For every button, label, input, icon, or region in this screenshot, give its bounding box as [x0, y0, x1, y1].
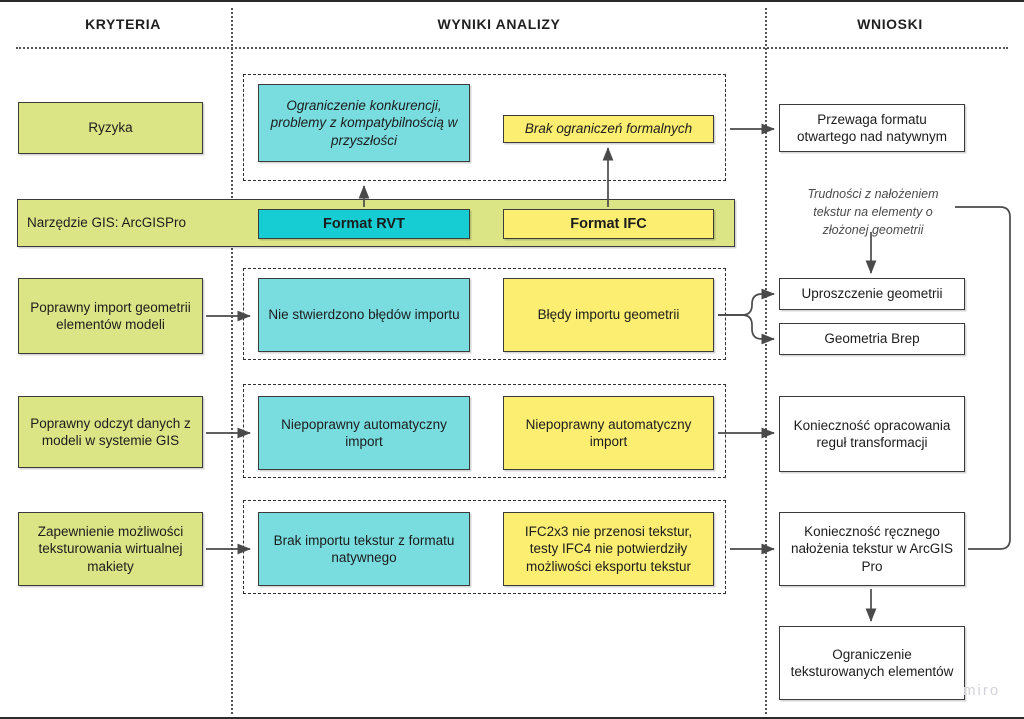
result-label-rvt-ryzyka: Ograniczenie konkurencji, problemy z kom… — [270, 98, 458, 148]
criteria-box-odczyt[interactable]: Poprawny odczyt danych z modeli w system… — [18, 396, 203, 468]
criteria-label-import: Poprawny import geometrii elementów mode… — [30, 299, 191, 332]
miro-watermark: miro — [963, 682, 1001, 699]
result-box-ifc-ryzyka[interactable]: Brak ograniczeń formalnych — [503, 115, 714, 143]
result-box-rvt-ryzyka[interactable]: Ograniczenie konkurencji, problemy z kom… — [258, 84, 470, 162]
conclusion-label-brep: Geometria Brep — [824, 331, 920, 347]
result-box-rvt-import[interactable]: Nie stwierdzono błędów importu — [258, 278, 470, 352]
conclusion-label-reguly: Konieczność opracowania reguł transforma… — [793, 417, 951, 450]
result-box-ifc-odczyt[interactable]: Niepoprawny automatyczny import — [503, 396, 714, 470]
column-header-wnioski: WNIOSKI — [857, 16, 923, 32]
conclusion-box-przewaga[interactable]: Przewaga formatu otwartego nad natywnym — [779, 104, 965, 152]
result-label-ifc-tekstury: IFC2x3 nie przenosi tekstur, testy IFC4 … — [524, 524, 693, 574]
criteria-box-ryzyka[interactable]: Ryzyka — [18, 102, 203, 154]
result-box-ifc-import[interactable]: Błędy importu geometrii — [503, 278, 714, 352]
criteria-label-tekstury: Zapewnienie możliwości teksturowania wir… — [37, 524, 184, 574]
conclusion-box-reczne[interactable]: Konieczność ręcznego nałożenia tekstur w… — [779, 512, 965, 586]
conclusion-box-brep[interactable]: Geometria Brep — [779, 323, 965, 355]
result-label-rvt-import: Nie stwierdzono błędów importu — [268, 307, 460, 323]
conclusion-label-reczne: Konieczność ręcznego nałożenia tekstur w… — [790, 524, 954, 574]
group-box-ryzyka — [243, 74, 726, 181]
result-label-ifc-ryzyka: Brak ograniczeń formalnych — [524, 121, 693, 137]
gis-tool-label: Narzędzie GIS: ArcGISPro — [27, 215, 187, 230]
node-format-rvt[interactable]: Format RVT — [258, 209, 470, 239]
node-format-ifc[interactable]: Format IFC — [503, 209, 714, 239]
node-format-rvt-label: Format RVT — [323, 215, 405, 232]
conclusion-box-reguly[interactable]: Konieczność opracowania reguł transforma… — [779, 396, 965, 472]
wire-reczne-loop-to-annotation — [955, 206, 1011, 550]
header-divider — [16, 47, 1008, 49]
column-divider-right — [765, 8, 767, 714]
criteria-box-import[interactable]: Poprawny import geometrii elementów mode… — [18, 278, 203, 354]
result-label-ifc-import: Błędy importu geometrii — [537, 307, 680, 323]
column-divider-left — [231, 8, 233, 714]
result-label-ifc-odczyt: Niepoprawny automatyczny import — [525, 416, 692, 449]
result-box-rvt-tekstury[interactable]: Brak importu tekstur z formatu natywnego — [258, 512, 470, 586]
conclusion-box-ograniczenie[interactable]: Ograniczenie teksturowanych elementów — [779, 626, 965, 700]
column-header-kryteria: KRYTERIA — [85, 16, 161, 32]
conclusion-label-przewaga: Przewaga formatu otwartego nad natywnym — [796, 111, 948, 144]
column-header-wyniki-analizy: WYNIKI ANALIZY — [437, 16, 561, 32]
criteria-box-tekstury[interactable]: Zapewnienie możliwości teksturowania wir… — [18, 512, 203, 586]
conclusion-label-ograniczenie: Ograniczenie teksturowanych elementów — [790, 646, 954, 679]
result-label-rvt-odczyt: Niepoprawny automatyczny import — [281, 416, 447, 449]
result-box-ifc-tekstury[interactable]: IFC2x3 nie przenosi tekstur, testy IFC4 … — [503, 512, 714, 586]
node-format-ifc-label: Format IFC — [570, 215, 647, 232]
result-label-rvt-tekstury: Brak importu tekstur z formatu natywnego — [273, 532, 455, 565]
conclusion-label-uproszczenie: Uproszczenie geometrii — [801, 286, 943, 302]
result-box-rvt-odczyt[interactable]: Niepoprawny automatyczny import — [258, 396, 470, 470]
annotation-textures-difficulty: Trudności z nałożeniem tekstur na elemen… — [807, 187, 939, 238]
conclusion-box-uproszczenie[interactable]: Uproszczenie geometrii — [779, 278, 965, 310]
criteria-label-odczyt: Poprawny odczyt danych z modeli w system… — [30, 415, 191, 448]
criteria-label-ryzyka: Ryzyka — [88, 120, 133, 136]
